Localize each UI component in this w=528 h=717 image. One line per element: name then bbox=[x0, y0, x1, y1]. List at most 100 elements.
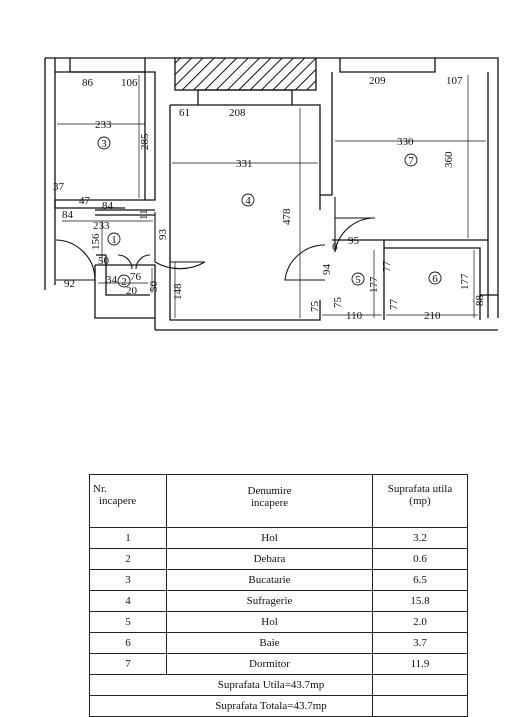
dim-label: 75 bbox=[332, 297, 344, 309]
room-number: 7 bbox=[408, 155, 414, 167]
room-number: 4 bbox=[245, 195, 251, 207]
dim-label: 110 bbox=[346, 310, 363, 322]
row-nr: 5 bbox=[89, 611, 167, 633]
room-marker-2 bbox=[117, 274, 131, 288]
door-swings bbox=[55, 197, 376, 281]
total-totala-row: Suprafata Totala=43.7mp bbox=[89, 695, 468, 717]
table-row: 7 Dormitor 11.9 bbox=[89, 653, 468, 675]
dimension-labels: 86 106 233 285 37 47 84 84 233 11 93 156… bbox=[53, 75, 486, 322]
dim-label: 11 bbox=[138, 209, 150, 220]
dim-label: 76 bbox=[130, 271, 142, 283]
table-row: 1 Hol 3.2 bbox=[89, 527, 468, 549]
dim-label: 47 bbox=[79, 195, 91, 207]
room-marker-1 bbox=[107, 232, 121, 246]
dim-label: 478 bbox=[281, 208, 293, 225]
dim-label: 77 bbox=[388, 299, 400, 311]
walls bbox=[44, 57, 499, 331]
row-name: Sufragerie bbox=[166, 590, 373, 612]
room-marker-6 bbox=[428, 271, 442, 285]
row-name: Dormitor bbox=[166, 653, 373, 675]
row-area: 3.7 bbox=[372, 632, 468, 654]
dim-label: 331 bbox=[236, 158, 253, 170]
room-number: 5 bbox=[355, 274, 361, 286]
dim-label: 92 bbox=[64, 278, 75, 290]
room-area-table: Nr. incapere Denumire incapere Suprafata… bbox=[89, 474, 468, 717]
room-markers bbox=[97, 136, 442, 288]
row-area: 3.2 bbox=[372, 527, 468, 549]
room-marker-5 bbox=[351, 272, 365, 286]
total-utila-row: Suprafata Utila=43.7mp bbox=[89, 674, 468, 696]
dim-label: 50 bbox=[148, 281, 160, 293]
row-area: 0.6 bbox=[372, 548, 468, 570]
header-area: Suprafata utila (mp) bbox=[372, 474, 468, 528]
dim-label: 156 bbox=[90, 233, 102, 250]
room-number: 3 bbox=[101, 138, 107, 150]
dim-label: 34 bbox=[106, 274, 118, 286]
dim-label: 177 bbox=[368, 276, 380, 293]
row-name: Baie bbox=[166, 632, 373, 654]
table-row: 5 Hol 2.0 bbox=[89, 611, 468, 633]
total-totala-blank bbox=[372, 695, 468, 717]
table-row: 2 Debara 0.6 bbox=[89, 548, 468, 570]
dim-label: 360 bbox=[443, 151, 455, 168]
room-number: 2 bbox=[121, 276, 127, 288]
dim-label: 94 bbox=[321, 264, 333, 276]
row-name: Bucatarie bbox=[166, 569, 373, 591]
table-row: 4 Sufragerie 15.8 bbox=[89, 590, 468, 612]
row-area: 6.5 bbox=[372, 569, 468, 591]
room-numbers: 1 2 3 4 5 6 7 bbox=[101, 138, 438, 288]
total-utila: Suprafata Utila=43.7mp bbox=[89, 674, 373, 696]
dim-label: 148 bbox=[172, 283, 184, 300]
row-area: 15.8 bbox=[372, 590, 468, 612]
dim-label: 6 bbox=[332, 241, 338, 253]
total-utila-blank bbox=[372, 674, 468, 696]
dim-label: 210 bbox=[424, 310, 441, 322]
dim-label: 208 bbox=[229, 107, 246, 119]
dim-label: 233 bbox=[95, 119, 112, 131]
dim-label: 84 bbox=[62, 209, 74, 221]
row-nr: 7 bbox=[89, 653, 167, 675]
header-name: Denumire incapere bbox=[166, 474, 373, 528]
dim-label: 107 bbox=[446, 75, 463, 87]
dim-label: 209 bbox=[369, 75, 386, 87]
dim-label: 285 bbox=[139, 133, 151, 150]
room-marker-3 bbox=[97, 136, 111, 150]
row-nr: 6 bbox=[89, 632, 167, 654]
dim-label: 330 bbox=[397, 136, 414, 148]
dim-label: 61 bbox=[179, 107, 190, 119]
dim-label: 106 bbox=[121, 77, 138, 89]
row-area: 2.0 bbox=[372, 611, 468, 633]
header-nr: Nr. incapere bbox=[89, 474, 167, 528]
table-row: 3 Bucatarie 6.5 bbox=[89, 569, 468, 591]
row-nr: 4 bbox=[89, 590, 167, 612]
total-totala: Suprafata Totala=43.7mp bbox=[89, 695, 373, 717]
row-nr: 1 bbox=[89, 527, 167, 549]
row-nr: 3 bbox=[89, 569, 167, 591]
room-marker-7 bbox=[404, 153, 418, 167]
dim-label: 50 bbox=[98, 255, 110, 267]
dim-label: 37 bbox=[53, 181, 65, 193]
dim-label: 95 bbox=[348, 235, 360, 247]
dimension-lines bbox=[57, 75, 486, 318]
row-area: 11.9 bbox=[372, 653, 468, 675]
dim-label: 233 bbox=[93, 220, 110, 232]
dim-label: 177 bbox=[459, 273, 471, 290]
dim-label: 88 bbox=[474, 295, 486, 307]
room-number: 1 bbox=[111, 234, 117, 246]
dim-label: 75 bbox=[309, 301, 321, 313]
row-nr: 2 bbox=[89, 548, 167, 570]
table-row: 6 Baie 3.7 bbox=[89, 632, 468, 654]
dim-label: 93 bbox=[157, 229, 169, 241]
room-marker-4 bbox=[241, 193, 255, 207]
row-name: Debara bbox=[166, 548, 373, 570]
row-name: Hol bbox=[166, 611, 373, 633]
floor-plan: 86 106 233 285 37 47 84 84 233 11 93 156… bbox=[44, 57, 499, 331]
dim-label: 86 bbox=[82, 77, 94, 89]
room-number: 6 bbox=[432, 273, 438, 285]
dim-label: 77 bbox=[381, 261, 393, 273]
dim-label: 20 bbox=[126, 285, 138, 297]
window-hatch bbox=[174, 57, 317, 91]
dim-label: 84 bbox=[102, 200, 114, 212]
table-header: Nr. incapere Denumire incapere Suprafata… bbox=[89, 474, 468, 528]
row-name: Hol bbox=[166, 527, 373, 549]
